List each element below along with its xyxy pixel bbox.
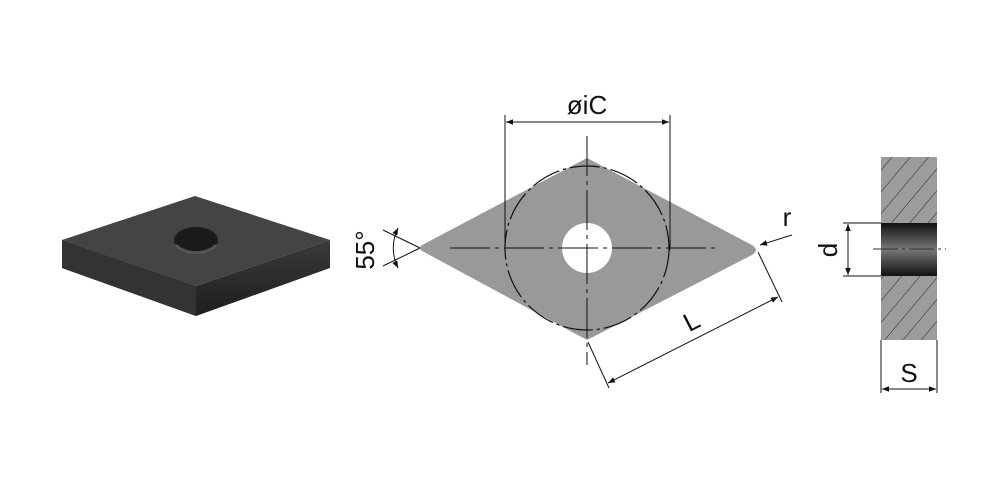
d-label: d bbox=[813, 243, 843, 257]
angle-arc bbox=[392, 227, 399, 269]
angle-label: 55° bbox=[350, 230, 380, 269]
l-label: L bbox=[678, 304, 705, 337]
insert-3d-view bbox=[62, 196, 330, 316]
l-dimension-line bbox=[607, 296, 779, 384]
insert-section-view: d S bbox=[813, 157, 946, 393]
insert-top-view: øiC L r 55° bbox=[350, 90, 793, 389]
r-leader bbox=[759, 234, 793, 246]
ic-label: øiC bbox=[567, 90, 607, 120]
s-label: S bbox=[900, 358, 917, 388]
r-label: r bbox=[783, 202, 792, 232]
insert-hole-3d bbox=[174, 227, 218, 253]
insert-side-left bbox=[62, 240, 196, 316]
